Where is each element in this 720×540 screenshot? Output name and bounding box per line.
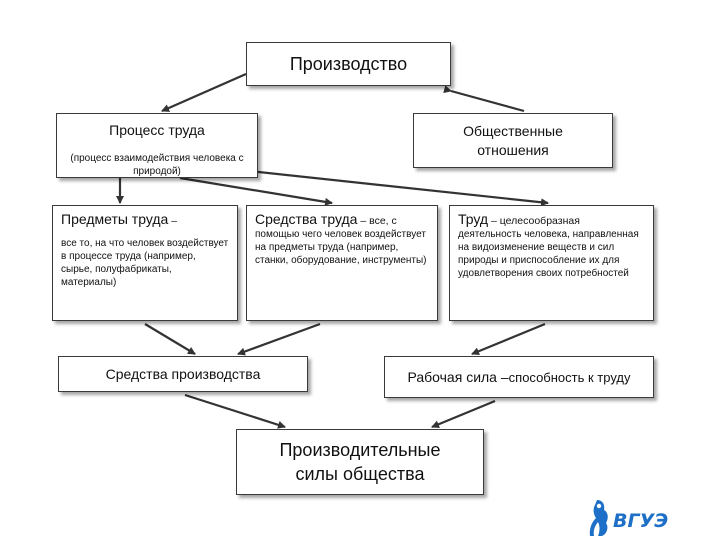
means-of-labor-title: Средства труда bbox=[255, 211, 358, 227]
labor-title: Труд bbox=[458, 211, 489, 227]
arrow-objects-to-prodmeans bbox=[144, 323, 196, 355]
university-logo: ВГУЭС bbox=[589, 500, 668, 536]
objects-of-labor-box: Предметы труда – все то, на что человек … bbox=[52, 205, 238, 321]
objects-of-labor-body: все то, на что человек воздействует в пр… bbox=[61, 238, 229, 288]
objects-of-labor-dash: – bbox=[168, 215, 178, 227]
labor-body: деятельность человека, направленная на в… bbox=[458, 229, 639, 279]
workforce-box: Рабочая сила – способность к труду bbox=[384, 356, 654, 398]
means-of-labor-dash: – все, с bbox=[357, 215, 397, 227]
means-of-labor-body: помощью чего человек воздействует на пре… bbox=[255, 229, 427, 266]
labor-process-subtitle: (процесс взаимодействия человека с приро… bbox=[70, 153, 244, 177]
means-of-production-box: Средства производства bbox=[58, 356, 308, 392]
workforce-title: Рабочая сила – bbox=[407, 369, 509, 385]
arrow-prodmeans-to-forces bbox=[184, 393, 286, 429]
arrow-process-to-labor bbox=[239, 168, 549, 207]
arrow-process-to-means bbox=[179, 176, 333, 206]
svg-text:ВГУЭС: ВГУЭС bbox=[613, 510, 668, 532]
social-relations-box: Общественные отношения bbox=[413, 113, 613, 168]
objects-of-labor-title: Предметы труда bbox=[61, 211, 169, 227]
labor-dash: – целесообразная bbox=[488, 215, 580, 227]
productive-forces-line2: силы общества bbox=[295, 464, 425, 484]
arrow-production-to-process bbox=[161, 72, 247, 113]
workforce-definition: способность к труду bbox=[508, 369, 631, 385]
arrow-labor-to-workforce bbox=[471, 322, 546, 356]
labor-box: Труд – целесообразная деятельность челов… bbox=[449, 205, 654, 321]
productive-forces-line1: Производительные bbox=[279, 440, 441, 460]
labor-process-title: Процесс труда bbox=[109, 122, 205, 138]
social-relations-line2: отношения bbox=[477, 141, 549, 158]
social-relations-line1: Общественные bbox=[463, 122, 563, 139]
productive-forces-box: Производительные силы общества bbox=[236, 429, 484, 495]
means-of-production-title: Средства производства bbox=[105, 366, 261, 382]
arrow-means-to-prodmeans bbox=[237, 322, 321, 356]
means-of-labor-box: Средства труда – все, с помощью чего чел… bbox=[246, 205, 438, 321]
arrow-production-to-social bbox=[443, 85, 525, 113]
production-box: Производство bbox=[246, 42, 451, 86]
production-title: Производство bbox=[289, 53, 408, 74]
arrow-workforce-to-forces bbox=[431, 399, 496, 429]
labor-process-box: Процесс труда (процесс взаимодействия че… bbox=[56, 113, 258, 178]
